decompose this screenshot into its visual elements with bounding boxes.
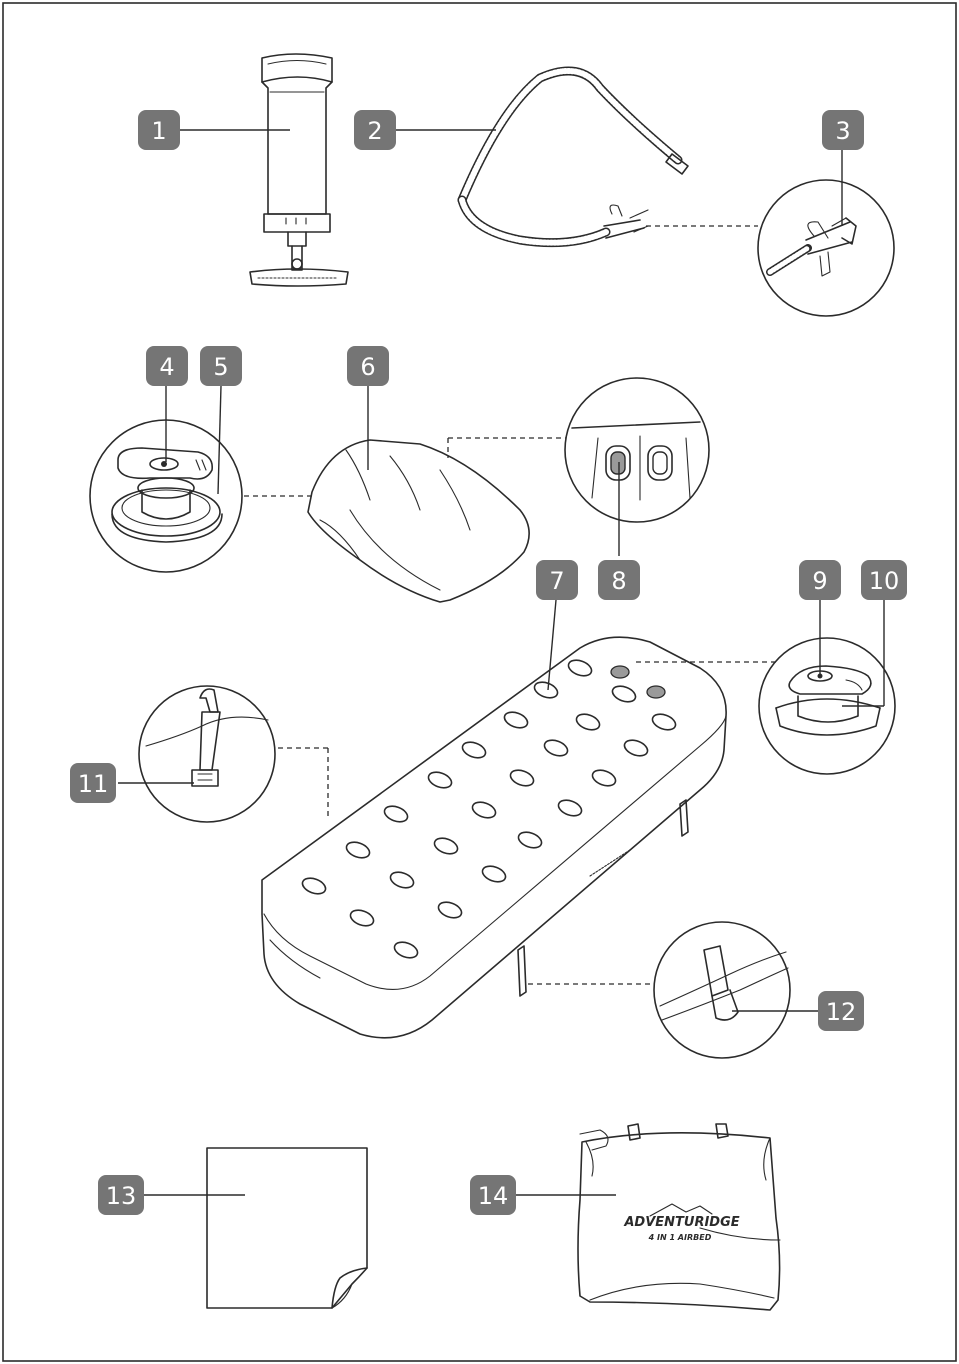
page-border — [3, 3, 956, 1361]
badge-8: 8 — [598, 560, 640, 600]
nozzle-detail — [758, 180, 894, 316]
svg-text:4: 4 — [159, 353, 174, 381]
svg-text:6: 6 — [360, 353, 375, 381]
valve-covers-detail — [565, 378, 709, 522]
airbed-logo-mark — [590, 850, 630, 876]
pillow-drawing — [308, 440, 529, 602]
storage-bag-drawing: ADVENTURIDGE 4 IN 1 AIRBED — [578, 1124, 780, 1310]
hose-drawing — [462, 71, 688, 243]
bag-brand-name: ADVENTURIDGE — [623, 1215, 739, 1230]
svg-text:7: 7 — [549, 567, 564, 595]
badge-11: 11 — [70, 763, 116, 803]
airbed-valve-1 — [611, 666, 629, 678]
svg-text:5: 5 — [213, 353, 228, 381]
badge-2: 2 — [354, 110, 396, 150]
strap-loop-detail — [654, 922, 790, 1058]
bag-product-name: 4 IN 1 AIRBED — [648, 1233, 712, 1242]
badge-6: 6 — [347, 346, 389, 386]
badge-1: 1 — [138, 110, 180, 150]
svg-text:14: 14 — [478, 1182, 509, 1210]
airbed-tufts — [300, 657, 677, 960]
badge-4: 4 — [146, 346, 188, 386]
badge-9: 9 — [799, 560, 841, 600]
instruction-sheet-drawing — [207, 1148, 367, 1308]
leader-lines — [118, 130, 884, 1195]
badge-7: 7 — [536, 560, 578, 600]
badge-3: 3 — [822, 110, 864, 150]
hand-pump-drawing — [250, 54, 348, 286]
svg-text:3: 3 — [835, 117, 850, 145]
badge-14: 14 — [470, 1175, 516, 1215]
badge-12: 12 — [818, 991, 864, 1031]
svg-text:1: 1 — [151, 117, 166, 145]
svg-text:2: 2 — [367, 117, 382, 145]
strap-buckle-detail — [139, 686, 275, 822]
airbed-valve-2 — [647, 686, 665, 698]
svg-text:8: 8 — [611, 567, 626, 595]
svg-text:12: 12 — [826, 998, 857, 1026]
svg-text:11: 11 — [78, 770, 109, 798]
svg-text:13: 13 — [106, 1182, 137, 1210]
badge-10: 10 — [861, 560, 907, 600]
airbed-drawing — [262, 637, 726, 1038]
badge-5: 5 — [200, 346, 242, 386]
dashed-connectors — [244, 226, 776, 984]
svg-text:9: 9 — [812, 567, 827, 595]
airbed-strap-loops — [518, 800, 688, 996]
badge-13: 13 — [98, 1175, 144, 1215]
svg-text:10: 10 — [869, 567, 900, 595]
